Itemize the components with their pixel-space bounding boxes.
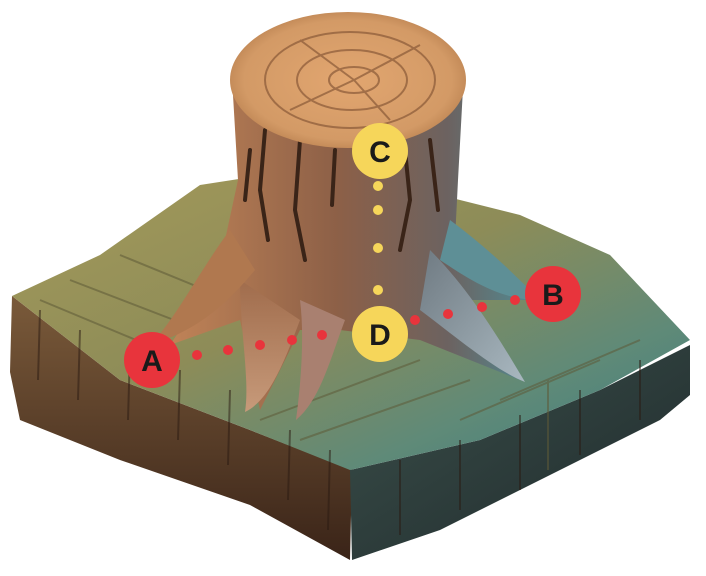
marker-c: C	[352, 123, 408, 179]
growth-rings	[264, 31, 436, 129]
path-a-to-b	[192, 295, 520, 360]
root-front-center	[296, 300, 345, 420]
soil-side-left	[10, 296, 352, 560]
tree-stump	[150, 12, 540, 420]
bark-cracks	[243, 128, 440, 262]
root-front-left	[240, 280, 300, 412]
root-left	[150, 230, 255, 345]
root-right	[420, 250, 525, 382]
root-far-right	[440, 220, 540, 300]
path-c-to-d	[373, 181, 383, 295]
marker-d: D	[352, 306, 408, 362]
marker-b-label: B	[542, 279, 564, 312]
marker-d-label: D	[369, 319, 391, 352]
marker-c-label: C	[369, 136, 391, 169]
marker-a: A	[124, 332, 180, 388]
marker-b: B	[525, 266, 581, 322]
marker-a-label: A	[141, 345, 163, 378]
